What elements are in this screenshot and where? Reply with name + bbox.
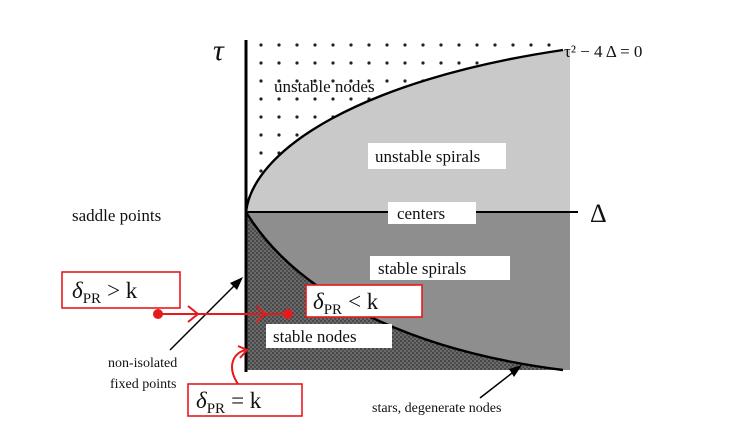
stars-arrowhead	[509, 365, 522, 377]
label-centers: centers	[397, 204, 445, 223]
label-saddle-points: saddle points	[72, 206, 161, 225]
tau-axis-label: τ	[213, 34, 225, 67]
label-fixed-points: fixed points	[110, 377, 177, 392]
label-stars-degenerate: stars, degenerate nodes	[372, 401, 501, 416]
label-unstable-nodes: unstable nodes	[274, 77, 375, 96]
non-isolated-pointer	[169, 281, 239, 351]
red-end-dot	[283, 309, 293, 319]
label-unstable-spirals: unstable spirals	[375, 147, 480, 166]
delta-lt-label: δPR< k	[313, 289, 379, 318]
stars-pointer	[479, 369, 517, 399]
label-non-isolated: non-isolated	[108, 356, 177, 371]
non-isolated-arrowhead	[230, 277, 243, 290]
red-start-dot	[153, 309, 163, 319]
delta-gt-box	[61, 271, 181, 309]
unstable-spirals-region	[246, 50, 570, 212]
red-curve-arrowhead	[237, 345, 249, 359]
red-arrowhead-1	[187, 305, 200, 323]
delta-gt-label: δPR> k	[72, 278, 138, 307]
label-stable-nodes: stable nodes	[273, 327, 357, 346]
delta-eq-box	[187, 383, 303, 417]
unstable-nodes-region	[246, 40, 563, 212]
delta-axis-label: Δ	[590, 199, 607, 228]
parabola-equation: τ² − 4 Δ = 0	[564, 42, 642, 61]
parabola-curve	[244, 48, 564, 213]
delta-eq-label: δPR= k	[196, 388, 262, 417]
red-arrowhead-2	[255, 305, 268, 323]
delta-lt-box	[305, 284, 423, 318]
label-stable-spirals: stable spirals	[378, 259, 466, 278]
red-curve-arrow	[231, 349, 247, 385]
